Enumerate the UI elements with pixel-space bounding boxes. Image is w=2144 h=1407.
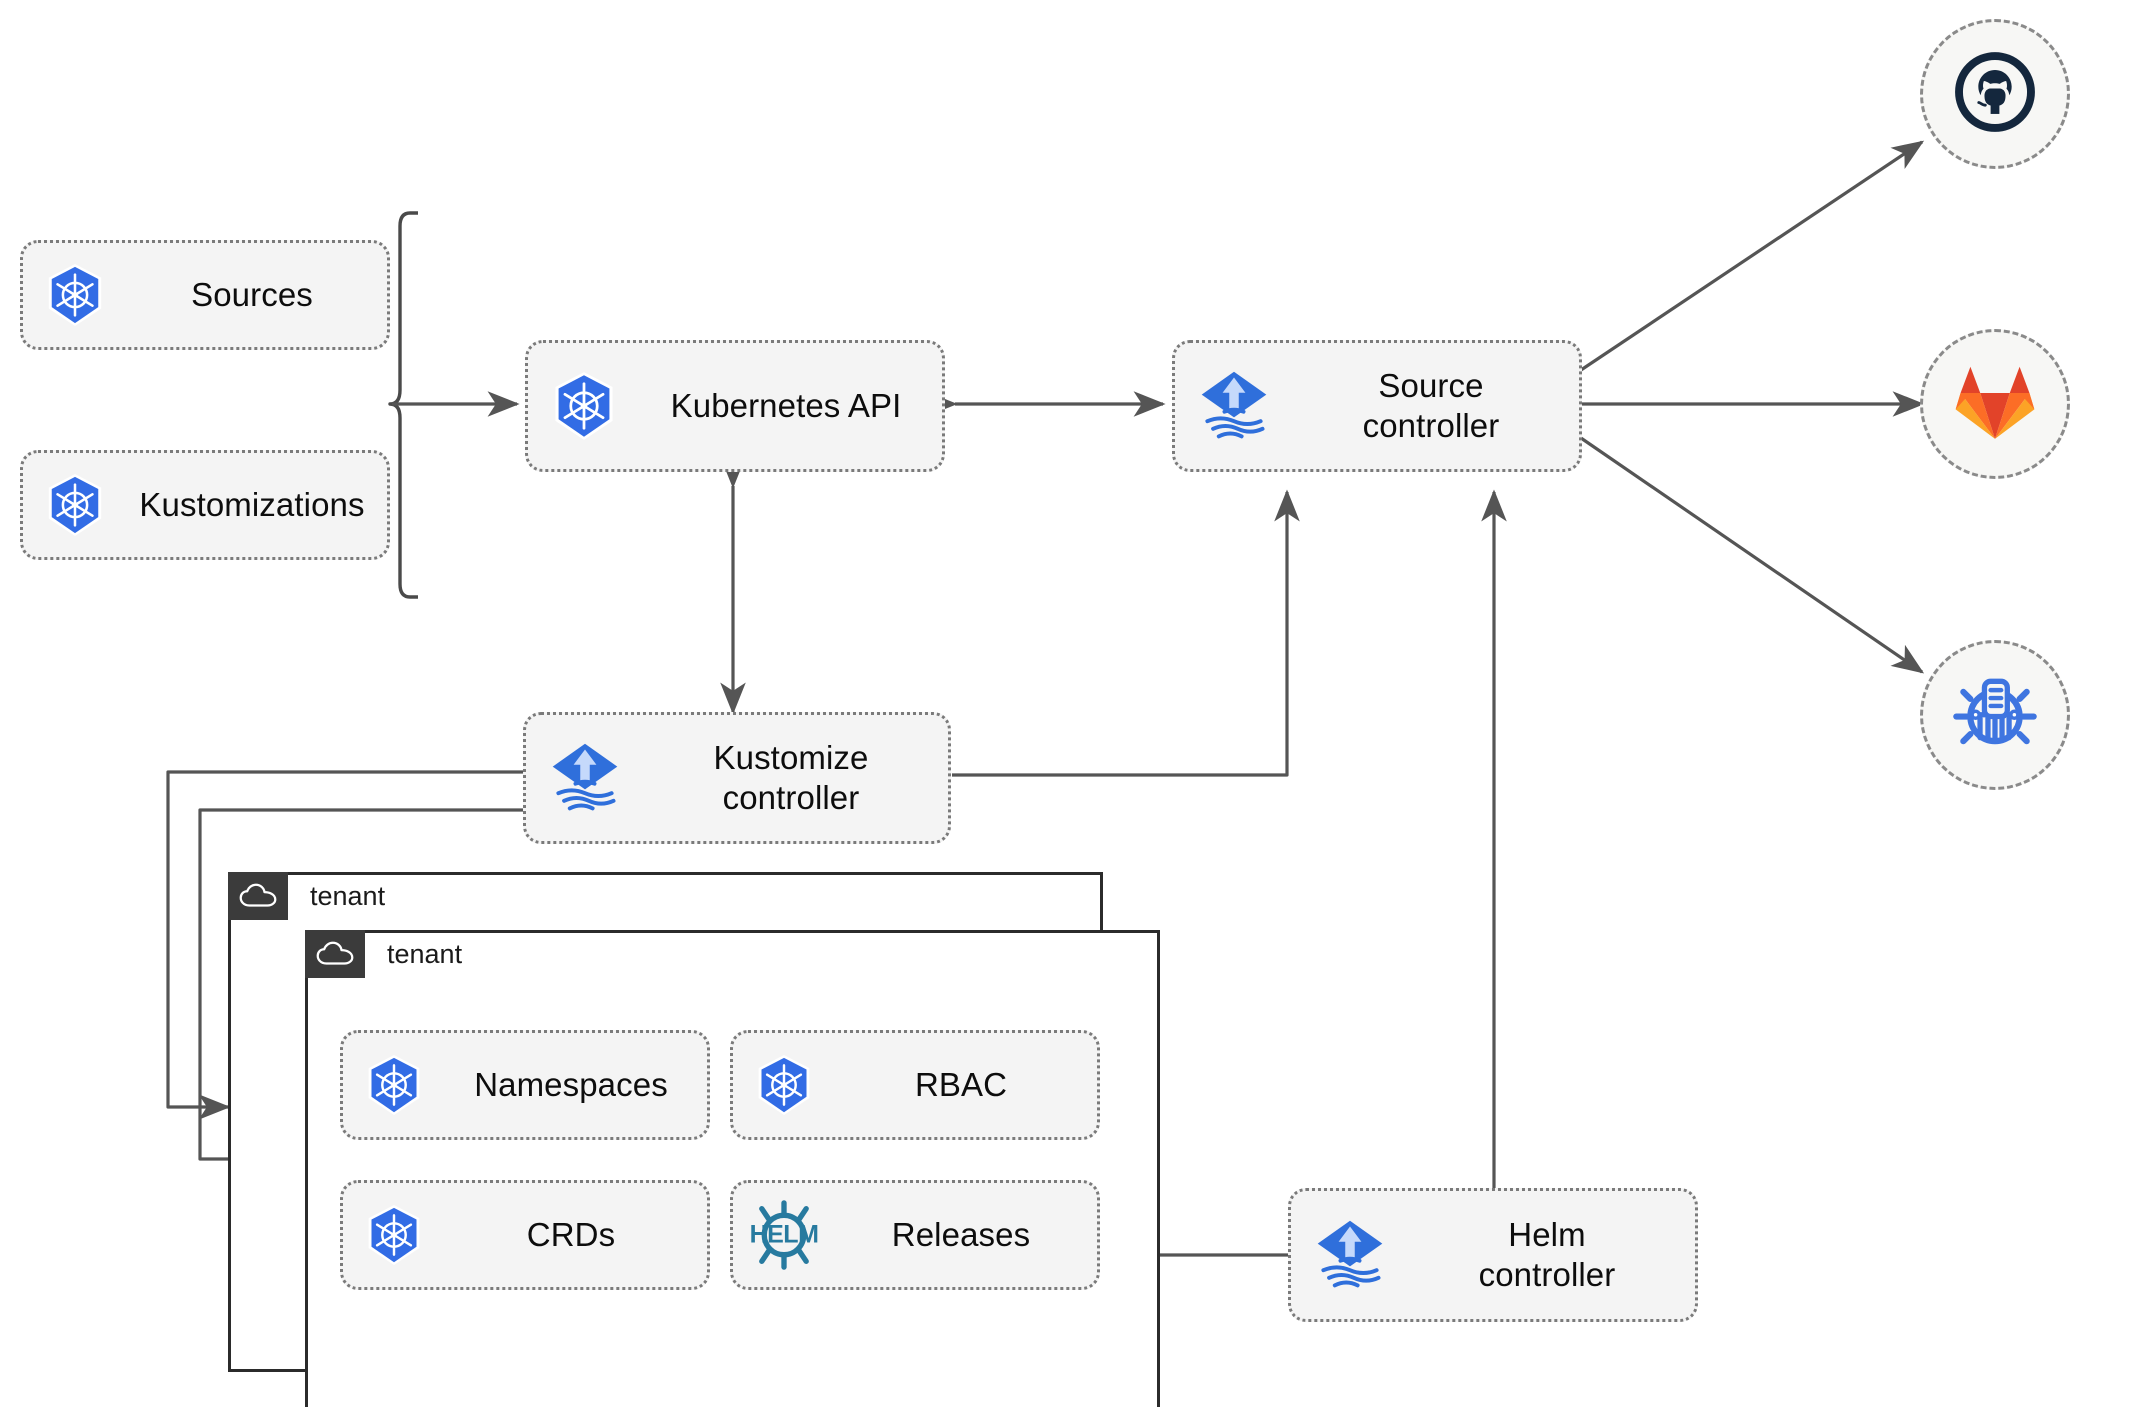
kubernetes-icon — [23, 472, 127, 538]
node-rbac[interactable]: RBAC — [730, 1030, 1100, 1140]
cloud-icon — [228, 872, 288, 920]
tenant-header: tenant — [228, 872, 385, 920]
kubernetes-icon — [23, 262, 127, 328]
kubernetes-icon — [528, 370, 640, 442]
flux-icon — [1175, 366, 1293, 446]
node-label: RBAC — [914, 1065, 1008, 1103]
tenant-label: tenant — [310, 880, 386, 911]
node-label: Kubernetes API — [670, 386, 902, 424]
provider-helm-registry[interactable] — [1920, 640, 2070, 790]
node-label: Namespaces — [474, 1065, 668, 1103]
cloud-icon — [305, 930, 365, 978]
node-label-line1: Source — [1378, 366, 1484, 404]
gitlab-icon — [1954, 363, 2036, 446]
node-helm-controller[interactable]: Helm controller — [1288, 1188, 1698, 1322]
helm-icon: HELM — [733, 1198, 835, 1272]
node-label: Helm controller — [1409, 1215, 1695, 1296]
flux-icon — [1291, 1215, 1409, 1295]
provider-gitlab[interactable] — [1920, 329, 2070, 479]
flux-icon — [526, 738, 644, 818]
node-label: Sources — [191, 275, 313, 313]
tenant-label: tenant — [387, 938, 463, 969]
tenant-container-inner[interactable]: tenant — [305, 930, 1160, 1407]
node-source-controller[interactable]: Source controller — [1172, 340, 1582, 472]
tenant-header: tenant — [305, 930, 462, 978]
helm-registry-icon — [1951, 669, 2039, 762]
kubernetes-icon — [343, 1203, 445, 1267]
node-label: Kustomizations — [139, 485, 365, 523]
node-label-line2: controller — [722, 779, 860, 816]
node-label: Source controller — [1293, 366, 1579, 447]
node-label: Kustomize controller — [644, 738, 948, 819]
node-label: Releases — [891, 1215, 1031, 1253]
node-kustomizations[interactable]: Kustomizations — [20, 450, 390, 560]
kubernetes-icon — [343, 1053, 445, 1117]
node-label-line2: controller — [1362, 407, 1500, 444]
github-icon — [1952, 49, 2038, 140]
node-label-line1: Helm — [1508, 1215, 1586, 1253]
node-label-line2: controller — [1478, 1256, 1616, 1293]
kubernetes-icon — [733, 1053, 835, 1117]
node-kubernetes-api[interactable]: Kubernetes API — [525, 340, 945, 472]
node-kustomize-controller[interactable]: Kustomize controller — [523, 712, 951, 844]
node-sources[interactable]: Sources — [20, 240, 390, 350]
node-namespaces[interactable]: Namespaces — [340, 1030, 710, 1140]
provider-github[interactable] — [1920, 19, 2070, 169]
node-crds[interactable]: CRDs — [340, 1180, 710, 1290]
node-releases[interactable]: HELM Releases — [730, 1180, 1100, 1290]
helm-wordmark: HELM — [749, 1220, 819, 1249]
node-label: CRDs — [526, 1215, 616, 1253]
node-label-line1: Kustomize — [713, 738, 869, 776]
